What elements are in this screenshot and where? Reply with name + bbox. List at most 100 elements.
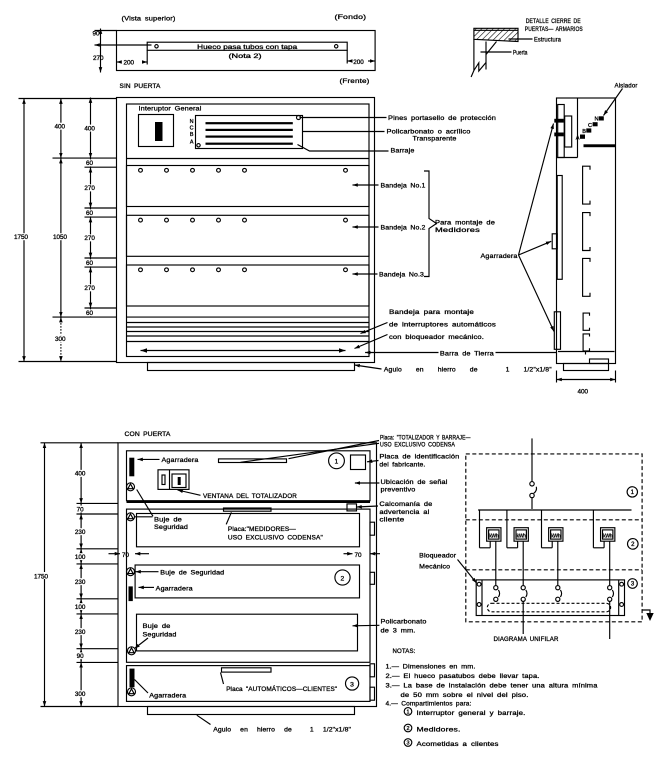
svg-text:(Frente): (Frente) (340, 78, 370, 85)
svg-text:Bloqueador: Bloqueador (419, 553, 457, 560)
svg-text:SIN PUERTA: SIN PUERTA (120, 83, 161, 90)
svg-text:Mecánico: Mecánico (419, 563, 450, 570)
svg-text:270: 270 (93, 55, 104, 62)
svg-text:Agulo en hierro de 1 1/2"x1/8: Agulo en hierro de 1 1/2"x1/8" (213, 727, 351, 734)
svg-text:230: 230 (75, 629, 86, 636)
svg-text:Bandeja No.2: Bandeja No.2 (381, 224, 426, 231)
svg-text:4.— Compartimientos para:: 4.— Compartimientos para: (386, 701, 472, 708)
svg-text:de interruptores automáticos: de interruptores automáticos (389, 322, 497, 329)
svg-text:N: N (190, 119, 194, 125)
svg-text:cliente: cliente (379, 517, 404, 524)
svg-text:1: 1 (335, 459, 339, 466)
svg-text:90: 90 (77, 653, 85, 660)
svg-text:de 3 mm.: de 3 mm. (381, 627, 416, 634)
svg-text:Medidores.: Medidores. (417, 727, 461, 734)
svg-text:Placa:"MEDIDORES—: Placa:"MEDIDORES— (228, 526, 296, 533)
svg-text:100: 100 (75, 554, 86, 561)
svg-text:300: 300 (55, 336, 66, 343)
svg-text:90: 90 (92, 31, 100, 38)
svg-text:70: 70 (122, 552, 130, 559)
svg-text:C: C (190, 126, 194, 132)
svg-text:300: 300 (75, 691, 86, 698)
svg-text:70: 70 (77, 506, 85, 513)
svg-text:1.— Dimensiones en mm.: 1.— Dimensiones en mm. (386, 664, 476, 671)
svg-text:200: 200 (353, 59, 364, 66)
svg-text:NOTAS:: NOTAS: (393, 648, 416, 655)
svg-text:Aislador: Aislador (615, 83, 639, 90)
svg-text:2: 2 (407, 726, 410, 732)
svg-text:Pines portasello de protección: Pines portasello de protección (388, 115, 496, 122)
svg-text:kWh: kWh (517, 534, 527, 540)
svg-text:1050: 1050 (53, 234, 68, 241)
svg-text:400: 400 (578, 389, 589, 396)
svg-text:(Fondo): (Fondo) (335, 14, 367, 21)
svg-text:3: 3 (350, 681, 354, 688)
svg-text:Puerta: Puerta (513, 50, 528, 57)
svg-text:Agarradera: Agarradera (162, 457, 199, 464)
svg-text:CON PUERTA: CON PUERTA (125, 431, 171, 438)
svg-text:Bandeja No.1: Bandeja No.1 (381, 182, 426, 189)
svg-text:230: 230 (75, 579, 86, 586)
svg-text:B: B (582, 129, 586, 135)
svg-text:kWh: kWh (551, 534, 561, 540)
svg-text:60: 60 (86, 160, 94, 167)
svg-text:Interruptor general y barraje.: Interruptor general y barraje. (417, 710, 526, 717)
svg-text:Placa: "TOTALIZADOR Y BARRA: Placa: "TOTALIZADOR Y BARRAJE— (380, 434, 471, 441)
svg-text:1: 1 (407, 709, 410, 715)
svg-text:Interuptor General: Interuptor General (139, 106, 202, 113)
svg-text:270: 270 (84, 285, 95, 292)
svg-text:2.— El hueco pasatubos debe l: 2.— El hueco pasatubos debe llevar tapa. (386, 673, 540, 680)
svg-text:preventivo: preventivo (381, 487, 416, 494)
svg-text:Barraje: Barraje (391, 147, 415, 154)
svg-text:Ubicación de señal: Ubicación de señal (381, 479, 448, 486)
svg-text:N: N (594, 117, 598, 123)
svg-text:3: 3 (407, 741, 410, 747)
svg-text:PUERTAS— ARMARIOS: PUERTAS— ARMARIOS (525, 26, 583, 33)
svg-text:DETALLE CIERRE DE: DETALLE CIERRE DE (526, 18, 581, 25)
svg-text:kWh: kWh (489, 534, 499, 540)
svg-text:VENTANA DEL TOTALIZADOR: VENTANA DEL TOTALIZADOR (203, 493, 297, 500)
svg-text:USO EXCLUSIVO CODENSA": USO EXCLUSIVO CODENSA" (228, 535, 323, 542)
svg-text:Buje de Seguridad: Buje de Seguridad (160, 569, 224, 576)
svg-text:Agulo en hierro de 1 1/2"x1/8: Agulo en hierro de 1 1/2"x1/8" (384, 367, 552, 374)
svg-text:60: 60 (86, 310, 94, 317)
svg-text:(Vista superior): (Vista superior) (122, 16, 176, 23)
svg-text:del fabricante.: del fabricante. (379, 461, 425, 468)
svg-text:Agarradera: Agarradera (156, 585, 193, 592)
svg-text:Transparente: Transparente (413, 136, 457, 143)
svg-text:2: 2 (631, 542, 635, 548)
svg-text:230: 230 (75, 529, 86, 536)
svg-text:200: 200 (124, 60, 135, 67)
svg-text:270: 270 (84, 235, 95, 242)
svg-text:70: 70 (355, 552, 363, 559)
svg-text:Agarradera: Agarradera (149, 693, 186, 700)
svg-text:Bandeja No.3: Bandeja No.3 (379, 271, 424, 278)
svg-text:60: 60 (86, 260, 94, 267)
svg-text:Acometidas a clientes: Acometidas a clientes (417, 741, 500, 748)
svg-text:Medidores: Medidores (435, 227, 481, 234)
svg-text:Calcomanía de: Calcomanía de (379, 501, 432, 508)
svg-text:Barra de Tierra: Barra de Tierra (440, 350, 494, 357)
svg-text:Bandeja para montaje: Bandeja para montaje (389, 309, 474, 316)
svg-text:B: B (190, 132, 194, 138)
svg-text:A: A (190, 139, 194, 145)
svg-text:2: 2 (341, 575, 345, 582)
svg-text:Hueco pasa tubos con tapa: Hueco pasa tubos con tapa (197, 44, 298, 51)
svg-text:Agarradera: Agarradera (481, 253, 518, 260)
svg-text:Seguridad: Seguridad (154, 524, 188, 531)
svg-text:3.— La base de instalación de: 3.— La base de instalación debe tener un… (386, 683, 598, 690)
svg-text:400: 400 (75, 471, 86, 478)
svg-text:60: 60 (86, 210, 94, 217)
svg-text:kWh: kWh (603, 534, 613, 540)
svg-text:con bloqueador mecánico.: con bloqueador mecánico. (389, 334, 484, 341)
svg-text:3: 3 (631, 582, 635, 588)
svg-text:400: 400 (55, 124, 66, 131)
svg-text:Policarbonato: Policarbonato (381, 618, 427, 625)
svg-text:Placa "AUTOMÁTICOS—CLIENTES": Placa "AUTOMÁTICOS—CLIENTES" (226, 684, 337, 693)
svg-text:100: 100 (75, 604, 86, 611)
svg-text:1750: 1750 (34, 574, 49, 581)
svg-text:C: C (588, 123, 592, 129)
svg-text:Para montaje de: Para montaje de (435, 220, 495, 227)
svg-text:advertencia al: advertencia al (379, 509, 429, 516)
svg-text:Estructura: Estructura (534, 37, 561, 44)
